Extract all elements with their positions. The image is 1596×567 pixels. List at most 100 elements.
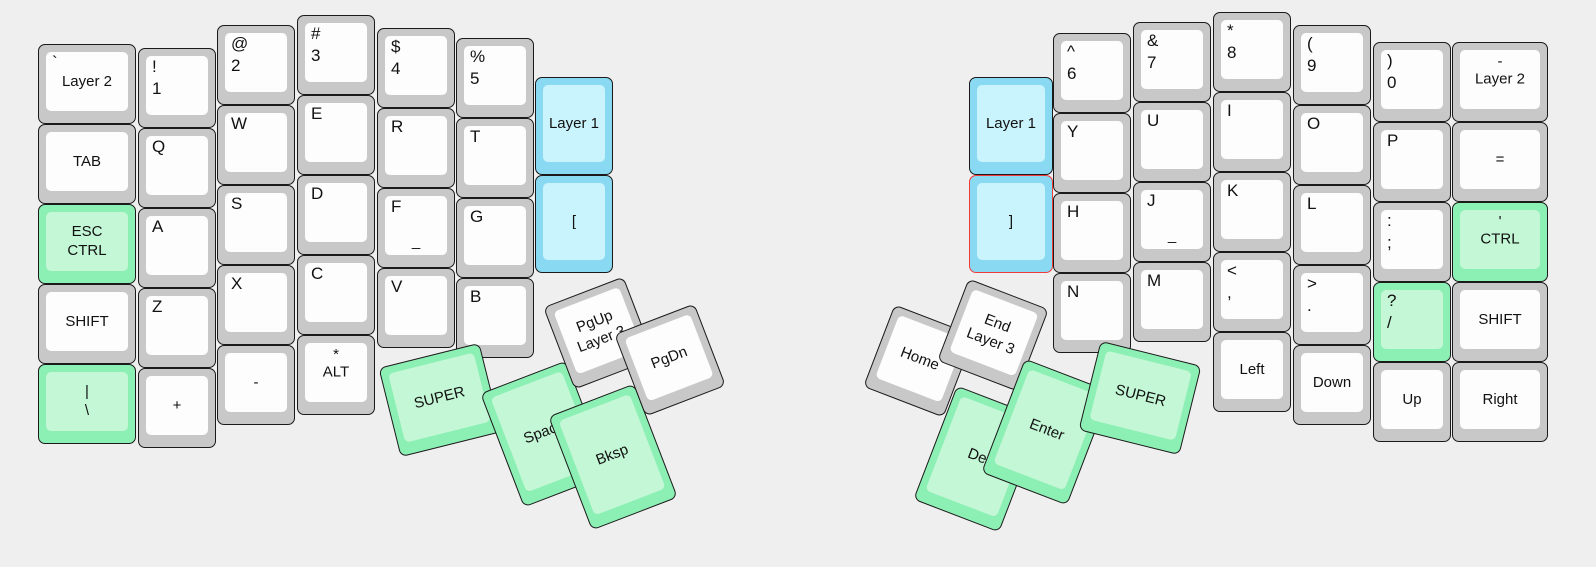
keycap-top: P — [1381, 130, 1443, 189]
keycap-top: M — [1141, 270, 1203, 329]
key-legend-top: M — [1147, 271, 1162, 290]
key-tab[interactable]: TAB — [38, 124, 136, 204]
key-4[interactable]: $4 — [377, 28, 455, 108]
key-layer1-r[interactable]: Layer 1 — [969, 77, 1053, 175]
keycap-top: Down — [1301, 353, 1363, 412]
key-bracket-left[interactable]: [ — [535, 175, 613, 273]
key-semicolon[interactable]: :; — [1373, 202, 1451, 282]
key-l[interactable]: L — [1293, 185, 1371, 265]
key-legend-top: C — [311, 264, 324, 283]
key-legend-center: SHIFT — [1478, 310, 1522, 328]
key-w[interactable]: W — [217, 105, 295, 185]
key-u[interactable]: U — [1133, 102, 1211, 182]
key-legend-top: ^ — [1067, 42, 1075, 61]
key-legends: SHIFT — [46, 292, 128, 351]
key-j[interactable]: J_ — [1133, 182, 1211, 262]
key-layer1-l[interactable]: Layer 1 — [535, 77, 613, 175]
key-2[interactable]: @2 — [217, 25, 295, 105]
key-layer2-r[interactable]: -Layer 2 — [1452, 42, 1548, 122]
keycap-top: SUPER — [1089, 350, 1192, 441]
key-v[interactable]: V — [377, 268, 455, 348]
key-q[interactable]: Q — [138, 128, 216, 208]
key-legend-top: L — [1307, 194, 1317, 213]
key-period[interactable]: >. — [1293, 265, 1371, 345]
key-legend-center: SHIFT — [65, 312, 109, 330]
key-a[interactable]: A — [138, 208, 216, 288]
keycap-top: <, — [1221, 260, 1283, 319]
key-g[interactable]: G — [456, 198, 534, 278]
key-legend-center: + — [172, 396, 182, 414]
key-legend-bottom: 2 — [231, 56, 241, 75]
key-bracket-right[interactable]: ] — [969, 175, 1053, 273]
key-5[interactable]: %5 — [456, 38, 534, 118]
keycap-top: Left — [1221, 340, 1283, 399]
key-7[interactable]: &7 — [1133, 22, 1211, 102]
keycap-top: 'CTRL — [1460, 210, 1540, 269]
keycap-top: %5 — [464, 46, 526, 105]
key-minus-l[interactable]: - — [217, 345, 295, 425]
key-plus[interactable]: + — [138, 368, 216, 448]
key-legend-bottom: 6 — [1067, 64, 1077, 83]
keycap-top: *8 — [1221, 20, 1283, 79]
key-legends: Left — [1221, 340, 1283, 399]
key-legends: F_ — [385, 196, 447, 255]
key-9[interactable]: (9 — [1293, 25, 1371, 105]
key-x[interactable]: X — [217, 265, 295, 345]
key-6[interactable]: ^6 — [1053, 33, 1131, 113]
key-d[interactable]: D — [297, 175, 375, 255]
key-legends: M — [1141, 270, 1203, 329]
key-t[interactable]: T — [456, 118, 534, 198]
keycap-top: *ALT — [305, 343, 367, 402]
key-layer2-l[interactable]: `Layer 2 — [38, 44, 136, 124]
key-legend-center: Enter — [1027, 414, 1067, 444]
key-legend-bottom: 8 — [1227, 43, 1237, 62]
key-h[interactable]: H — [1053, 193, 1131, 273]
key-pipe-backslash[interactable]: |\ — [38, 364, 136, 444]
key-o[interactable]: O — [1293, 105, 1371, 185]
key-down[interactable]: Down — [1293, 345, 1371, 425]
key-0[interactable]: )0 — [1373, 42, 1451, 122]
key-equals[interactable]: = — [1452, 122, 1548, 202]
key-k[interactable]: K — [1213, 172, 1291, 252]
key-shift-l[interactable]: SHIFT — [38, 284, 136, 364]
key-legend-top: ( — [1307, 34, 1313, 53]
key-legends: !1 — [146, 56, 208, 115]
key-p[interactable]: P — [1373, 122, 1451, 202]
key-up[interactable]: Up — [1373, 362, 1451, 442]
keycap-top: E — [305, 103, 367, 162]
key-legend-top: Z — [152, 297, 163, 316]
keycap-top: D — [305, 183, 367, 242]
key-legend-bottom: 5 — [470, 69, 480, 88]
keycap-top: = — [1460, 130, 1540, 189]
key-super-r[interactable]: SUPER — [1078, 340, 1202, 456]
key-i[interactable]: I — [1213, 92, 1291, 172]
keycap-top: [ — [543, 183, 605, 260]
key-z[interactable]: Z — [138, 288, 216, 368]
key-e[interactable]: E — [297, 95, 375, 175]
key-legends: *8 — [1221, 20, 1283, 79]
key-y[interactable]: Y — [1053, 113, 1131, 193]
key-n[interactable]: N — [1053, 273, 1131, 353]
key-slash[interactable]: ?/ — [1373, 282, 1451, 362]
key-legend-center: Down — [1312, 373, 1352, 391]
key-right[interactable]: Right — [1452, 362, 1548, 442]
key-shift-r[interactable]: SHIFT — [1452, 282, 1548, 362]
key-quote-ctrl[interactable]: 'CTRL — [1452, 202, 1548, 282]
key-3[interactable]: #3 — [297, 15, 375, 95]
key-r[interactable]: R — [377, 108, 455, 188]
key-m[interactable]: M — [1133, 262, 1211, 342]
key-legends: Right — [1460, 370, 1540, 429]
key-legends: X — [225, 273, 287, 332]
key-f[interactable]: F_ — [377, 188, 455, 268]
key-alt[interactable]: *ALT — [297, 335, 375, 415]
key-1[interactable]: !1 — [138, 48, 216, 128]
key-s[interactable]: S — [217, 185, 295, 265]
key-8[interactable]: *8 — [1213, 12, 1291, 92]
key-legend-top: V — [391, 277, 403, 296]
key-left[interactable]: Left — [1213, 332, 1291, 412]
key-comma[interactable]: <, — [1213, 252, 1291, 332]
key-c[interactable]: C — [297, 255, 375, 335]
